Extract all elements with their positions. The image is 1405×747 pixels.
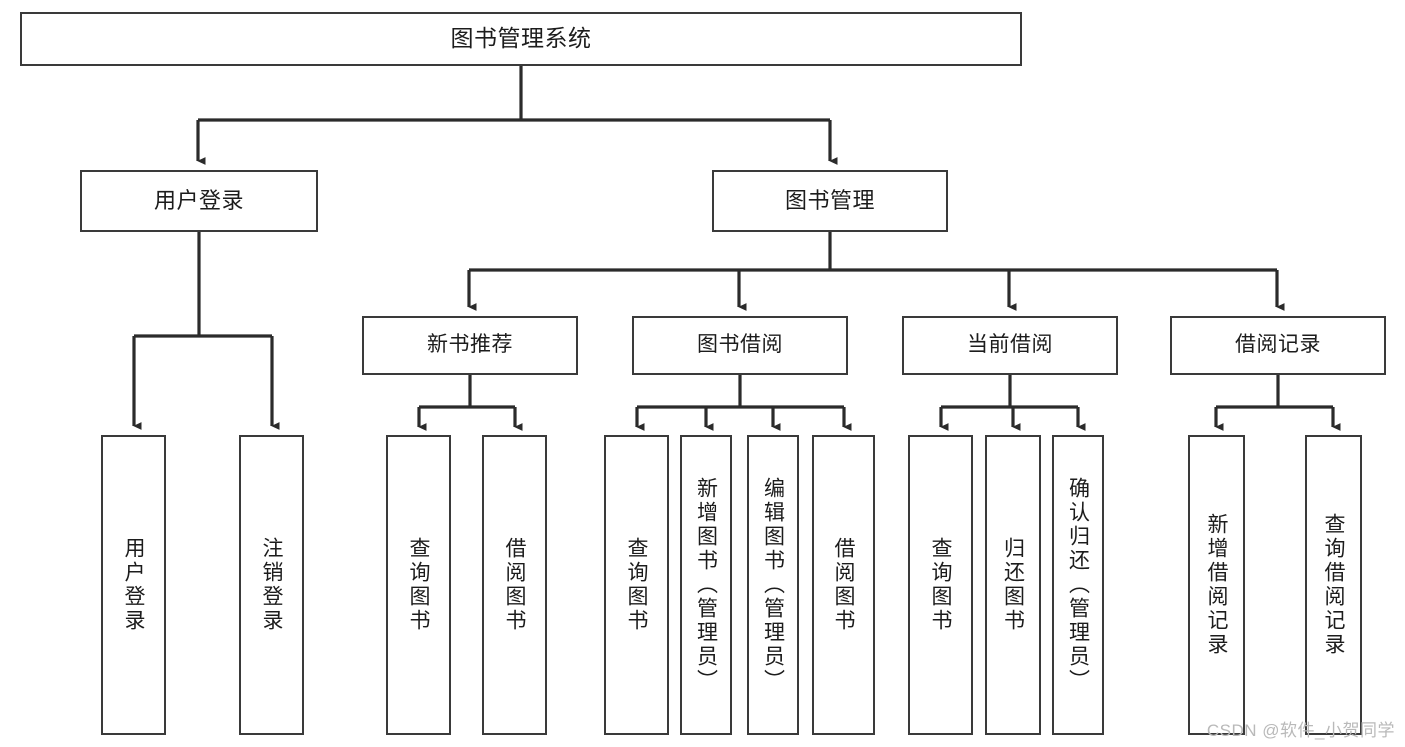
node-book-management[interactable]: 图书管理 — [712, 170, 948, 232]
node-leaf-borrow-book-2[interactable]: 借阅图书 — [812, 435, 875, 735]
node-leaf-query-book-1[interactable]: 查询图书 — [386, 435, 451, 735]
node-leaf-edit-book[interactable]: 编辑图书（管理员） — [747, 435, 799, 735]
csdn-watermark: CSDN @软件_小贺同学 — [1206, 721, 1395, 740]
node-leaf-edit-book-label: 编辑图书（管理员） — [761, 477, 785, 693]
node-leaf-query-borrow-record-label: 查询借阅记录 — [1322, 513, 1345, 657]
node-book-borrow-label: 图书借阅 — [697, 333, 783, 357]
node-leaf-user-logout[interactable]: 注销登录 — [239, 435, 304, 735]
node-current-borrow[interactable]: 当前借阅 — [902, 316, 1118, 375]
node-leaf-query-book-1-label: 查询图书 — [407, 537, 430, 633]
node-leaf-borrow-book-2-label: 借阅图书 — [832, 537, 855, 633]
node-leaf-return-book-label: 归还图书 — [1001, 537, 1025, 633]
node-leaf-user-login-label: 用户登录 — [122, 537, 145, 633]
node-leaf-query-book-3-label: 查询图书 — [929, 537, 952, 633]
node-leaf-user-logout-label: 注销登录 — [260, 537, 283, 633]
node-new-book-recommend[interactable]: 新书推荐 — [362, 316, 578, 375]
node-leaf-user-login[interactable]: 用户登录 — [101, 435, 166, 735]
node-borrow-record-label: 借阅记录 — [1235, 333, 1321, 357]
node-current-borrow-label: 当前借阅 — [967, 333, 1053, 357]
node-user-login-label: 用户登录 — [153, 188, 244, 214]
node-book-management-label: 图书管理 — [784, 188, 875, 214]
node-leaf-add-book[interactable]: 新增图书（管理员） — [680, 435, 732, 735]
node-book-borrow[interactable]: 图书借阅 — [632, 316, 848, 375]
node-user-login[interactable]: 用户登录 — [80, 170, 318, 232]
node-leaf-add-borrow-record[interactable]: 新增借阅记录 — [1188, 435, 1245, 735]
node-leaf-borrow-book-1-label: 借阅图书 — [503, 537, 526, 633]
node-new-book-recommend-label: 新书推荐 — [427, 333, 513, 357]
node-leaf-confirm-return[interactable]: 确认归还（管理员） — [1052, 435, 1104, 735]
node-leaf-return-book[interactable]: 归还图书 — [985, 435, 1041, 735]
node-root-label: 图书管理系统 — [450, 25, 592, 52]
node-leaf-query-book-2[interactable]: 查询图书 — [604, 435, 669, 735]
node-root[interactable]: 图书管理系统 — [20, 12, 1022, 66]
node-borrow-record[interactable]: 借阅记录 — [1170, 316, 1386, 375]
node-leaf-add-book-label: 新增图书（管理员） — [694, 477, 718, 693]
node-leaf-confirm-return-label: 确认归还（管理员） — [1066, 477, 1090, 693]
node-leaf-query-book-3[interactable]: 查询图书 — [908, 435, 973, 735]
node-leaf-query-book-2-label: 查询图书 — [625, 537, 648, 633]
node-leaf-add-borrow-record-label: 新增借阅记录 — [1205, 513, 1228, 657]
node-leaf-borrow-book-1[interactable]: 借阅图书 — [482, 435, 547, 735]
node-leaf-query-borrow-record[interactable]: 查询借阅记录 — [1305, 435, 1362, 735]
